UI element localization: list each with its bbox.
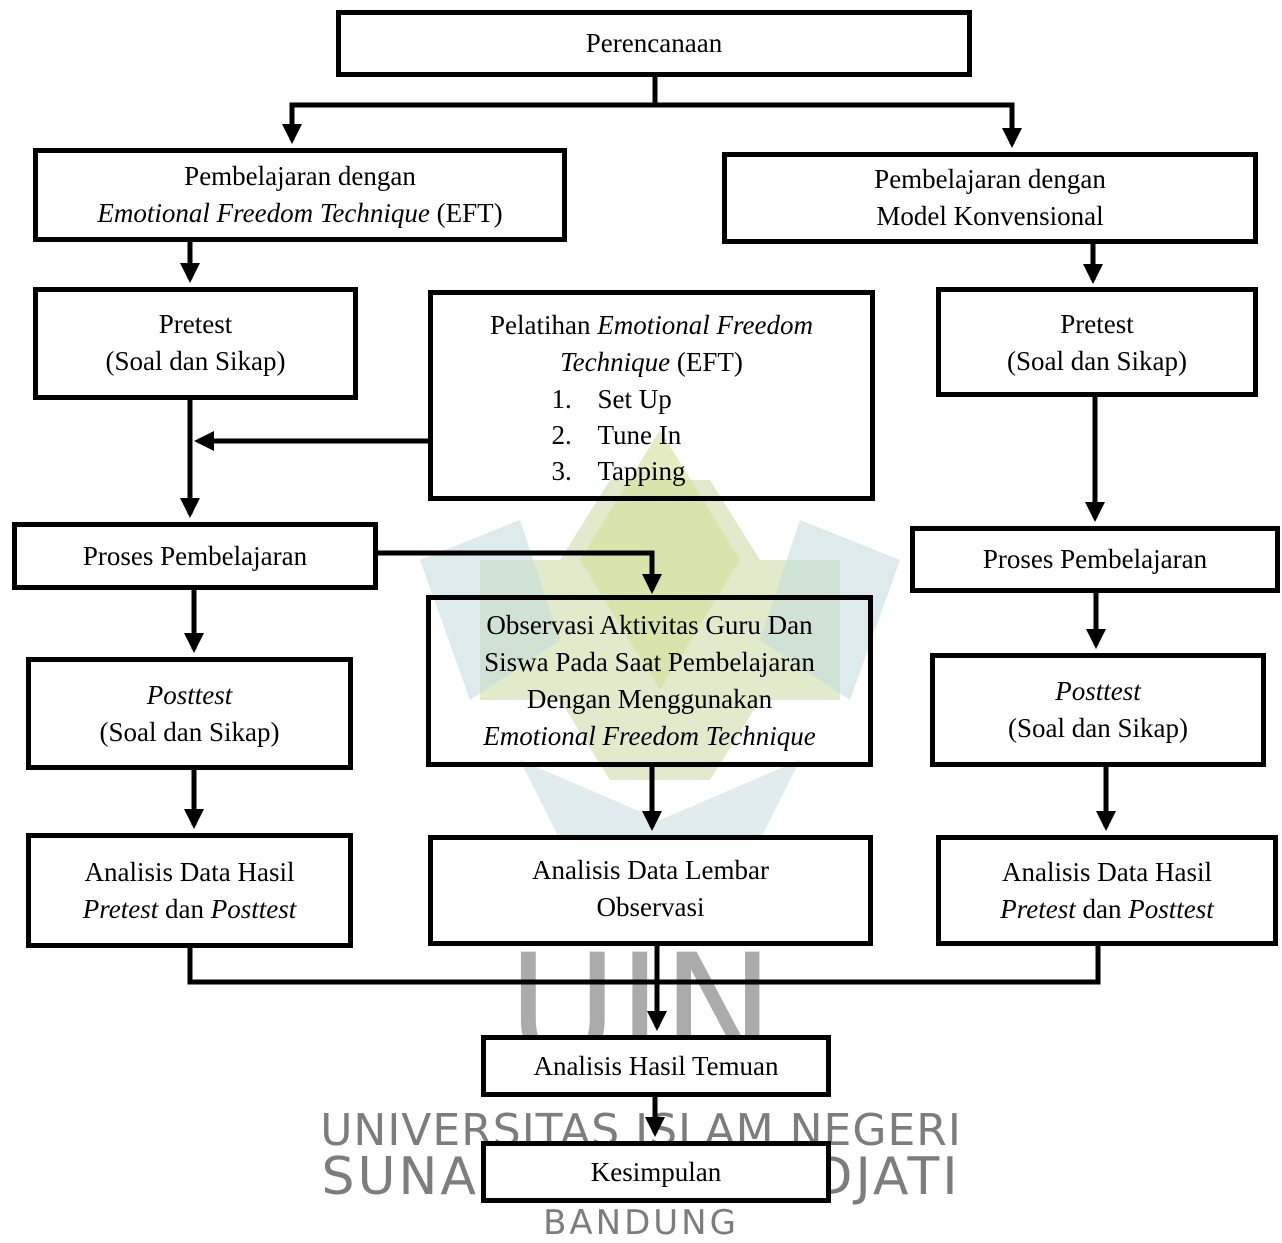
node-eft-learning-line1: Pembelajaran dengan: [184, 161, 416, 191]
node-analisis-observasi-line2: Observasi: [596, 892, 705, 922]
node-temuan: Analisis Hasil Temuan: [481, 1035, 831, 1097]
node-pelatihan-line1: Pelatihan Emotional Freedom: [490, 310, 813, 340]
node-pretest-left: Pretest (Soal dan Sikap): [33, 287, 358, 400]
node-konv-learning-line1: Pembelajaran dengan: [874, 164, 1106, 194]
merge-line: [187, 946, 1101, 985]
node-pretest-right-line1: Pretest: [1060, 309, 1134, 339]
node-posttest-right-line2: (Soal dan Sikap): [1008, 713, 1188, 743]
arrow-proses-to-observasi: [378, 550, 662, 594]
node-posttest-left: Posttest (Soal dan Sikap): [26, 657, 353, 770]
node-eft-learning-line2: Emotional Freedom Technique (EFT): [97, 198, 503, 228]
arrow-to-eft-learning: [282, 102, 655, 144]
node-posttest-right-line1: Posttest: [1055, 676, 1141, 706]
node-proses-left-label: Proses Pembelajaran: [82, 540, 308, 571]
node-proses-left: Proses Pembelajaran: [12, 522, 378, 590]
node-perencanaan-label: Perencanaan: [585, 28, 723, 58]
node-temuan-label: Analisis Hasil Temuan: [533, 1050, 779, 1081]
node-pelatihan-line2: Technique (EFT): [560, 347, 743, 377]
pelatihan-steps-list: 1.Set Up 2.Tune In 3.Tapping: [551, 381, 685, 489]
node-pretest-left-line2: (Soal dan Sikap): [105, 346, 286, 376]
node-observasi-line2: Siswa Pada Saat Pembelajaran: [484, 647, 815, 677]
node-posttest-left-line2: (Soal dan Sikap): [99, 716, 280, 747]
watermark-line-3: BANDUNG: [543, 1203, 739, 1243]
node-analisis-observasi: Analisis Data Lembar Observasi: [428, 835, 873, 946]
node-konv-learning: Pembelajaran dengan Model Konvensional: [722, 152, 1258, 244]
node-proses-right: Proses Pembelajaran: [910, 526, 1280, 593]
pelatihan-step: 3.Tapping: [551, 456, 686, 486]
node-observasi-line4: Emotional Freedom Technique: [483, 721, 816, 751]
node-posttest-left-line1: Posttest: [146, 679, 233, 710]
node-analisis-right-line2: Pretest dan Posttest: [1000, 893, 1214, 924]
node-posttest-right: Posttest (Soal dan Sikap): [930, 653, 1266, 767]
node-analisis-right-line1: Analisis Data Hasil: [1002, 856, 1212, 887]
arrow-to-konv-learning: [655, 102, 1022, 148]
node-analisis-left-line2: Pretest dan Posttest: [82, 893, 297, 924]
node-konv-learning-line2: Model Konvensional: [876, 201, 1104, 231]
node-analisis-observasi-line1: Analisis Data Lembar: [532, 855, 769, 885]
pelatihan-step: 2.Tune In: [551, 420, 682, 450]
node-observasi-line1: Observasi Aktivitas Guru Dan: [486, 610, 813, 640]
node-analisis-left-line1: Analisis Data Hasil: [84, 856, 295, 887]
pelatihan-step: 1.Set Up: [551, 384, 672, 414]
node-kesimpulan: Kesimpulan: [481, 1141, 831, 1203]
node-analisis-right: Analisis Data Hasil Pretest dan Posttest: [936, 835, 1278, 946]
node-eft-learning: Pembelajaran dengan Emotional Freedom Te…: [33, 148, 567, 242]
node-pretest-right: Pretest (Soal dan Sikap): [936, 287, 1258, 397]
node-kesimpulan-label: Kesimpulan: [590, 1156, 722, 1187]
node-perencanaan: Perencanaan: [336, 10, 972, 77]
node-pretest-left-line1: Pretest: [158, 309, 233, 339]
node-pretest-right-line2: (Soal dan Sikap): [1007, 346, 1187, 376]
node-proses-right-label: Proses Pembelajaran: [982, 544, 1208, 574]
node-observasi: Observasi Aktivitas Guru Dan Siswa Pada …: [426, 595, 873, 767]
node-analisis-left: Analisis Data Hasil Pretest dan Posttest: [26, 833, 353, 948]
node-observasi-line3: Dengan Menggunakan: [526, 684, 773, 714]
node-pelatihan: Pelatihan Emotional Freedom Technique (E…: [428, 290, 875, 501]
